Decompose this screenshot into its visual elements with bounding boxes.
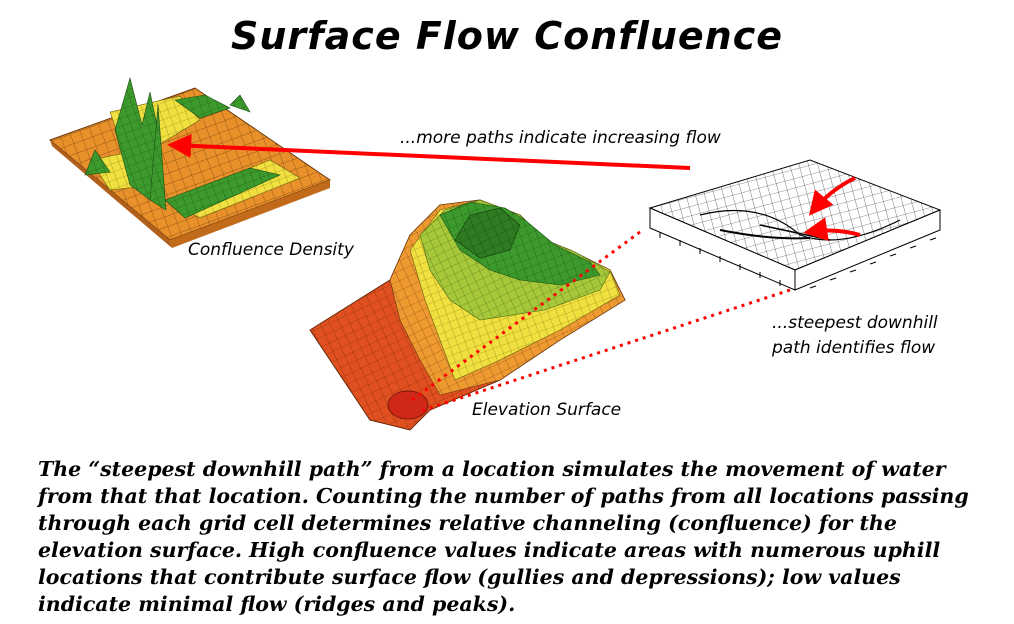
flow-arrow bbox=[167, 133, 691, 170]
more-paths-label: ...more paths indicate increasing flow bbox=[400, 128, 721, 148]
steepest-label-line1: ...steepest downhill bbox=[772, 313, 938, 333]
confluence-density-surface bbox=[49, 76, 332, 248]
elevation-surface bbox=[309, 199, 626, 431]
leader-line-lower bbox=[417, 288, 791, 414]
flow-path-mesh bbox=[648, 159, 942, 291]
elevation-surface-label: Elevation Surface bbox=[472, 400, 622, 420]
steepest-label-line2: path identifies flow bbox=[772, 338, 936, 358]
confluence-density-label: Confluence Density bbox=[188, 240, 354, 260]
page-title: Surface Flow Confluence bbox=[230, 14, 784, 58]
caption-text: The “steepest downhill path” from a loca… bbox=[38, 457, 969, 616]
